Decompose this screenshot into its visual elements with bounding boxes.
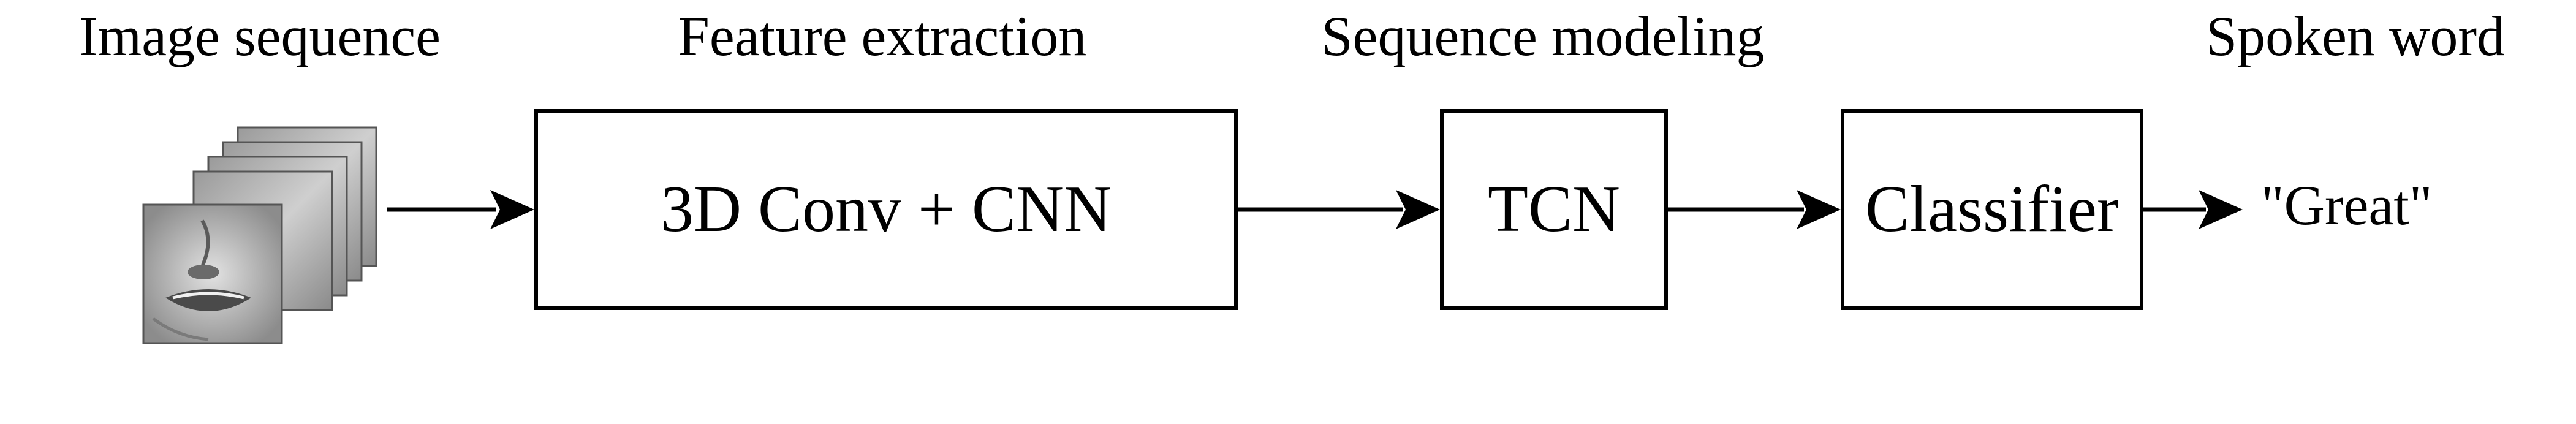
frontend-block-label: 3D Conv + CNN [661, 173, 1112, 246]
arrow-classifier-to-output [2143, 190, 2243, 229]
frontend-block: 3D Conv + CNN [534, 109, 1238, 310]
output-word: "Great" [2261, 174, 2433, 237]
arrow-frontend-to-tcn [1238, 190, 1440, 229]
classifier-block: Classifier [1841, 109, 2143, 310]
tcn-block-label: TCN [1488, 173, 1620, 246]
heading-image-sequence: Image sequence [78, 5, 441, 67]
tcn-block: TCN [1440, 109, 1668, 310]
arrow-tcn-to-classifier [1668, 190, 1841, 229]
heading-feature-extraction: Feature extraction [678, 5, 1087, 67]
arrow-input-to-frontend [387, 190, 534, 229]
heading-sequence-modeling: Sequence modeling [1321, 5, 1765, 67]
mouth-frame-front [142, 203, 283, 344]
classifier-block-label: Classifier [1865, 173, 2119, 246]
heading-spoken-word: Spoken word [2205, 5, 2506, 67]
